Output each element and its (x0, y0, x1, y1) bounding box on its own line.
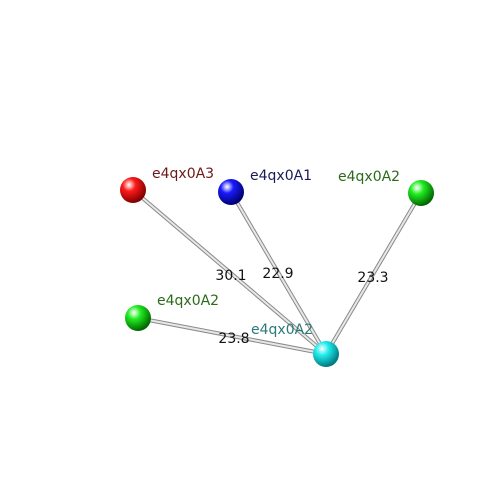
edge-n_blue-n_center (229, 190, 328, 356)
node-sphere[interactable] (125, 305, 151, 331)
node-n_blue[interactable]: e4qx0A1 (218, 168, 312, 205)
edge-weight-label: 23.3 (357, 270, 388, 286)
node-n_red[interactable]: e4qx0A3 (120, 166, 214, 203)
edge-n_red-n_center (131, 188, 328, 356)
edge-weight-label: 23.8 (218, 331, 249, 347)
edge-line (132, 189, 327, 355)
edge-weight-label: 30.1 (215, 268, 246, 284)
edge-line (230, 191, 327, 355)
node-label: e4qx0A2 (157, 293, 219, 309)
edge-n_green_left-n_center (137, 316, 327, 356)
node-sphere[interactable] (120, 177, 146, 203)
edge-line (325, 192, 422, 355)
nodes-layer: e4qx0A3 e4qx0A1 e4qx0A2 e4qx0A2 e4qx0A2 (120, 166, 434, 367)
edge-weight-label: 22.9 (262, 266, 293, 282)
node-n_green_left[interactable]: e4qx0A2 (125, 293, 219, 331)
edge-line (137, 317, 327, 355)
node-sphere[interactable] (218, 179, 244, 205)
node-label: e4qx0A3 (152, 166, 214, 182)
node-label: e4qx0A2 (251, 322, 313, 338)
node-n_green_top[interactable]: e4qx0A2 (338, 169, 434, 206)
node-label: e4qx0A2 (338, 169, 400, 185)
edges-layer: 30.1 22.9 23.3 23.8 (131, 188, 423, 356)
node-n_center[interactable]: e4qx0A2 (251, 322, 339, 367)
node-sphere[interactable] (313, 341, 339, 367)
node-label: e4qx0A1 (250, 168, 312, 184)
edge-n_green_top-n_center (324, 191, 423, 356)
node-sphere[interactable] (408, 180, 434, 206)
